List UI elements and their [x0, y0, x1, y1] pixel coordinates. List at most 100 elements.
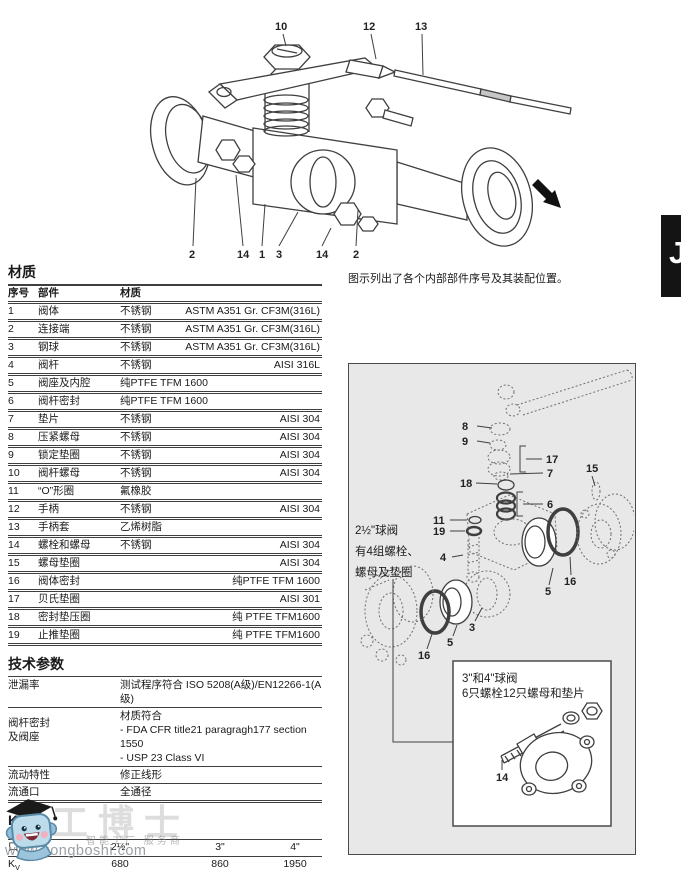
exploded-view-box: 8 9 17 7 18 6 15 11 19 4 5 16 3 5 16 14 … [348, 363, 636, 855]
callout-3: 3 [276, 249, 282, 261]
callout-12: 12 [363, 21, 375, 33]
callout-10: 10 [275, 21, 287, 33]
note25-line3: 螺母及垫圈 [355, 565, 413, 579]
header-mat: 材质 [120, 287, 141, 299]
table-row: 阀杆密封 及阀座 材质符合 - FDA CFR title21 paragrag… [8, 708, 322, 767]
part-label-11: 11 [433, 515, 445, 527]
clamp-nut-right [365, 98, 390, 118]
mascot-body [16, 844, 52, 862]
watermark-mascot [5, 799, 58, 862]
seal-16-left [419, 589, 451, 635]
part-label-5l: 5 [447, 637, 453, 649]
clamp-nut-bottom [333, 202, 362, 226]
part-label-4: 4 [440, 552, 447, 564]
part-label-7: 7 [547, 468, 553, 480]
valve-cutaway-figure: 10 12 13 2 14 1 3 14 2 [150, 21, 572, 261]
handle-grip [345, 59, 384, 79]
callout-2a: 2 [189, 249, 195, 261]
table-row: 流动特性 修正线形 [8, 767, 322, 784]
materials-title: 材质 [8, 264, 36, 280]
watermark-brand: 工博士 [52, 802, 191, 843]
right-flange-ghost [576, 481, 634, 565]
mascot-face [10, 813, 52, 849]
washer-drawing [562, 711, 580, 725]
tech-params-table: 泄漏率 测试程序符合 ISO 5208(A级)/EN12266-1(A级) 阀杆… [8, 676, 322, 803]
graduation-cap [6, 799, 52, 820]
part-label-15: 15 [586, 463, 598, 475]
part-label-14: 14 [496, 772, 509, 784]
materials-header-row: 序号 部件 材质 [8, 286, 322, 304]
seal-16-right [546, 507, 580, 557]
handle-rod-ghost [497, 369, 633, 417]
spring [263, 94, 309, 137]
section-tab: J [661, 215, 681, 297]
stem-stack-ghost [487, 422, 511, 481]
right-flange-drawing [461, 147, 533, 247]
table-row: 泄漏率 测试程序符合 ISO 5208(A级)/EN12266-1(A级) [8, 677, 322, 708]
table-row: 11“O”形圈氟橡胶 [8, 484, 322, 502]
inner-note-line2: 6只螺栓12只螺母和垫片 [462, 686, 585, 700]
seal-rings-6 [495, 491, 517, 521]
bolt-assembly-drawing [500, 702, 603, 796]
exploded-leaders [426, 425, 596, 770]
part-label-5r: 5 [545, 586, 551, 598]
part-label-3: 3 [469, 622, 475, 634]
watermark-tagline: 智能工厂 服务商 [86, 836, 183, 847]
flange-drawing [519, 731, 593, 795]
callout-13: 13 [415, 21, 427, 33]
callout-14b: 14 [316, 249, 329, 261]
part-label-17: 17 [546, 454, 558, 466]
part-label-16r: 16 [564, 576, 576, 588]
right-pipe [396, 161, 468, 221]
section-tab-letter: J [669, 235, 681, 270]
header-part: 部件 [38, 287, 59, 299]
callout-leaders [192, 33, 424, 247]
note25-leader [392, 579, 453, 743]
part-label-8: 8 [462, 421, 468, 433]
clamp-nut-left [215, 139, 241, 161]
part-label-6: 6 [547, 499, 553, 511]
kv-row-label: KV [8, 858, 21, 871]
ball-ghost [463, 570, 511, 618]
tech-params-title: 技术参数 [8, 656, 64, 672]
kv-values-row: KV 680 860 1950 [8, 857, 322, 871]
header-no: 序号 [8, 287, 29, 299]
note25-line2: 有4组螺栓、 [355, 544, 419, 558]
seal-ring-18 [497, 479, 515, 491]
callout-14a: 14 [237, 249, 250, 261]
callout-2b: 2 [353, 249, 359, 261]
part-label-9: 9 [462, 436, 468, 448]
inner-note-line1: 3"和4"球阀 [462, 671, 517, 685]
part-label-19: 19 [433, 526, 445, 538]
ball [290, 149, 356, 215]
stem-4-ghost [466, 537, 480, 583]
o-ring-11 [468, 515, 482, 525]
part-label-18: 18 [460, 478, 472, 490]
washer-19 [465, 525, 483, 537]
note25-line1: 2½"球阀 [355, 523, 398, 537]
nut-drawing [581, 702, 603, 720]
callout-1: 1 [259, 249, 265, 261]
exploded-view-figure: 8 9 17 7 18 6 15 11 19 4 5 16 3 5 16 14 … [355, 369, 634, 827]
table-row: 流通口 全通径 [8, 784, 322, 803]
